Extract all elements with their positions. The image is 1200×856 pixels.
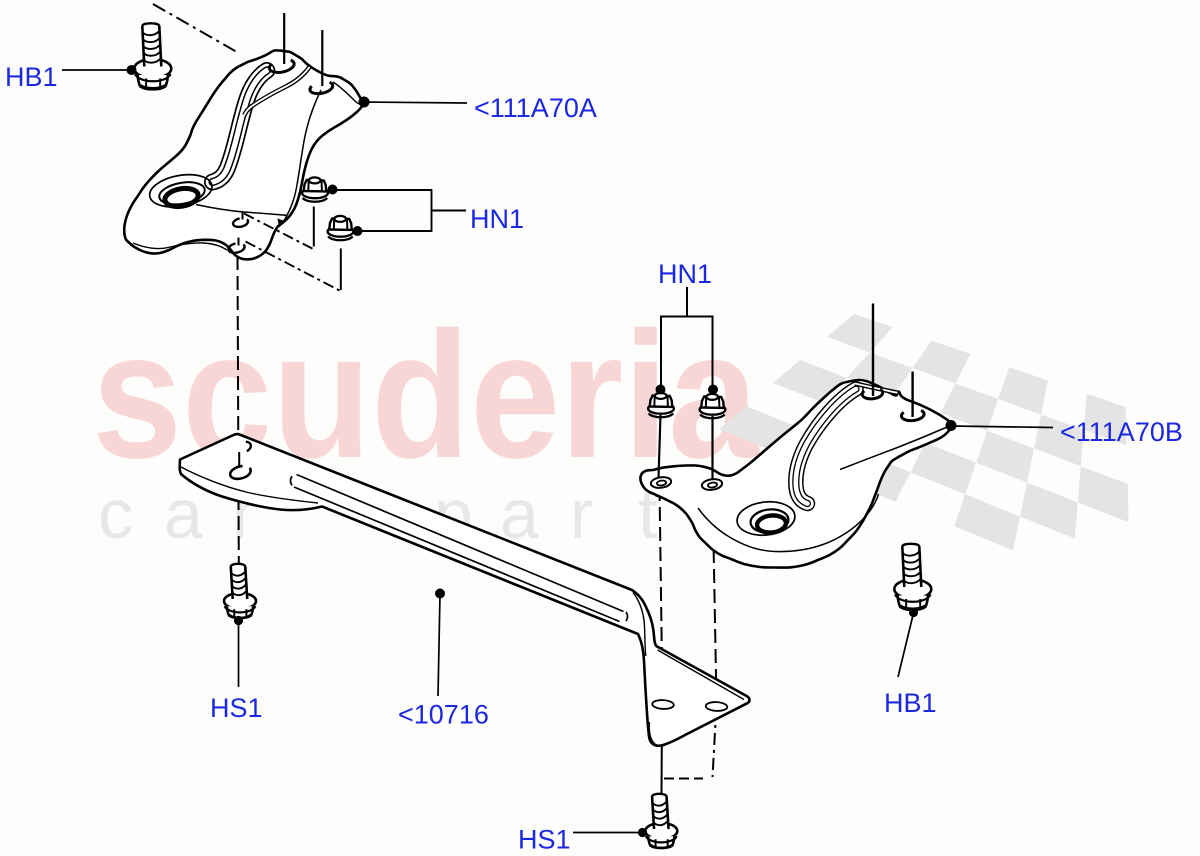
- svg-text:HN1: HN1: [470, 204, 524, 234]
- svg-text:a: a: [164, 475, 203, 553]
- svg-text:HN1: HN1: [658, 259, 712, 289]
- svg-text:c: c: [98, 475, 133, 553]
- svg-text:<10716: <10716: [398, 700, 489, 730]
- svg-text:HB1: HB1: [5, 62, 58, 92]
- svg-text:HB1: HB1: [884, 688, 937, 718]
- svg-text:<111A70B: <111A70B: [1060, 417, 1183, 447]
- svg-text:<111A70A: <111A70A: [474, 93, 597, 123]
- svg-text:r: r: [570, 475, 593, 553]
- svg-text:HS1: HS1: [518, 825, 571, 855]
- svg-text:HS1: HS1: [210, 693, 263, 723]
